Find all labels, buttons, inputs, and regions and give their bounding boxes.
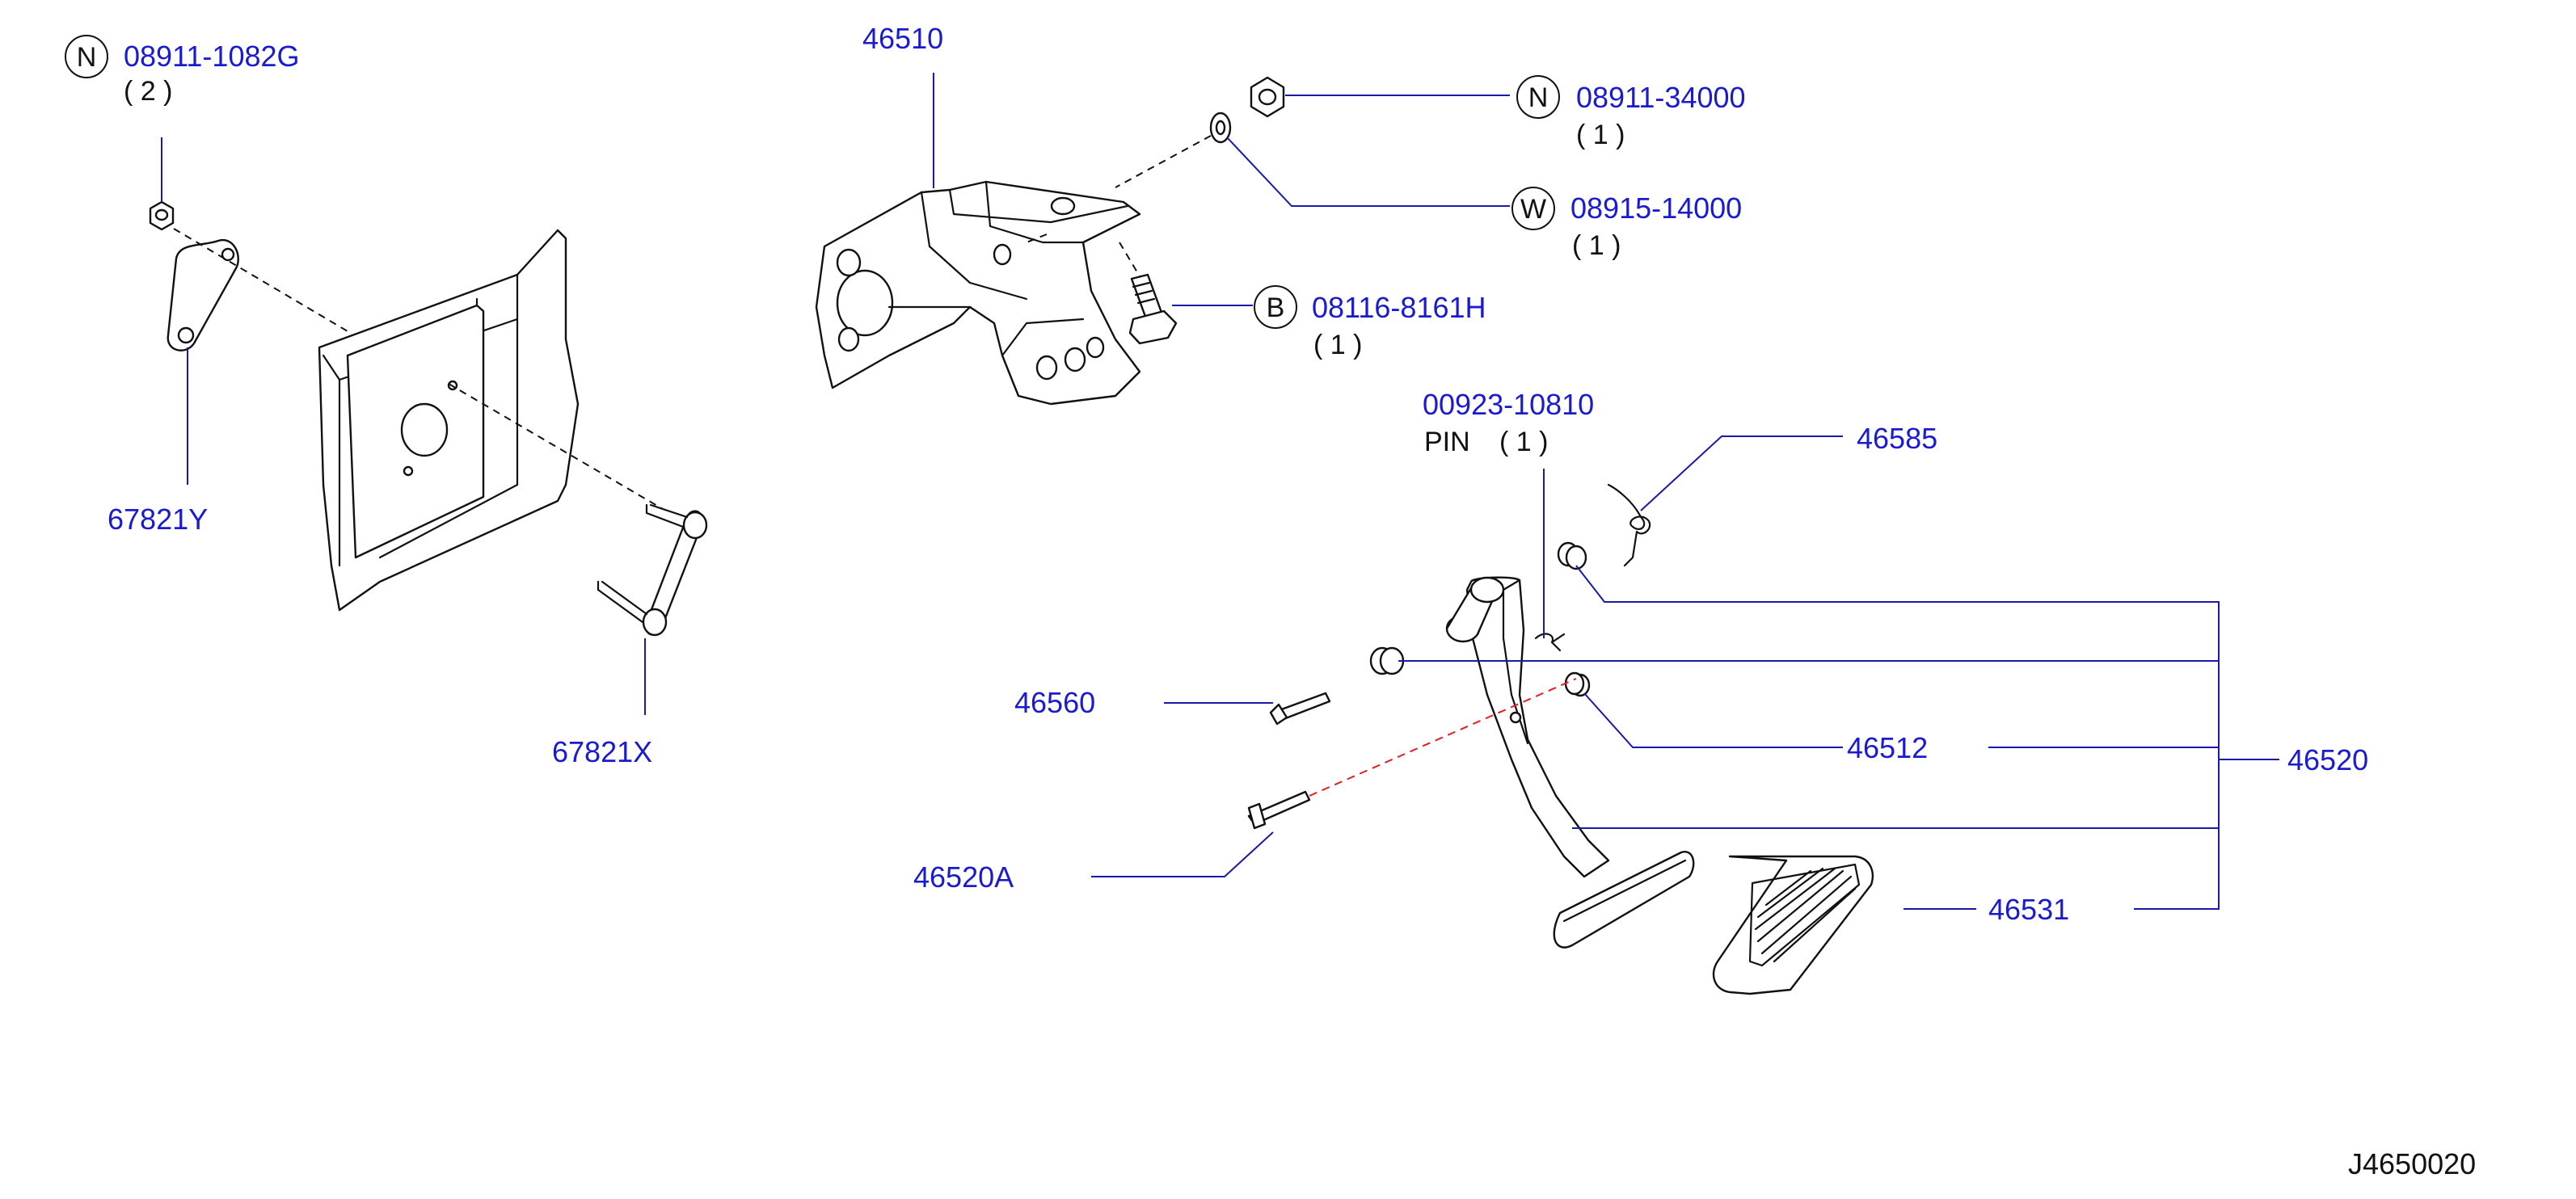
part-number-46585: 46585 (1857, 422, 1937, 455)
part-number-46560: 46560 (1014, 686, 1095, 719)
nut-large-drawing (1250, 76, 1285, 118)
diagram-code: J4650020 (2348, 1147, 2476, 1180)
qty-08911-34000: ( 1 ) (1576, 120, 1625, 150)
part-number-67821Y: 67821Y (108, 503, 208, 536)
part-number-46512: 46512 (1847, 731, 1928, 764)
qty-08915-14000: ( 1 ) (1572, 230, 1621, 261)
pedal-arm-drawing (1445, 576, 1610, 878)
spring-drawing (1607, 483, 1651, 567)
stud-plate-drawing (597, 503, 708, 637)
part-number-46531: 46531 (1988, 893, 2069, 926)
bracket-drawing (815, 180, 1141, 406)
svg-text:W: W (1520, 194, 1546, 225)
pin-drawing (1534, 633, 1566, 652)
symbol-n-top-right: N (1516, 75, 1560, 119)
washer-drawing (1209, 111, 1232, 144)
part-number-08911-34000: 08911-34000 (1576, 81, 1746, 114)
symbol-n-top-left: N (65, 35, 108, 78)
svg-text:N: N (77, 42, 97, 73)
stopper-drawing (1247, 790, 1311, 830)
leader-lines (161, 73, 2279, 910)
dash-panel-drawing (318, 229, 580, 612)
pedal-foot-drawing (1553, 851, 1695, 949)
part-number-08911-1082G: 08911-1082G (124, 40, 300, 73)
pedal-pad-drawing (1712, 855, 1874, 995)
cover-plate-drawing (167, 238, 239, 351)
bushing-mid-drawing (1369, 646, 1405, 675)
svg-text:N: N (1528, 82, 1549, 113)
part-number-46520: 46520 (2287, 743, 2368, 776)
part-number-46510: 46510 (862, 22, 943, 55)
symbol-b: B (1254, 285, 1297, 329)
bolt-drawing (1128, 273, 1178, 345)
qty-00923-10810: ( 1 ) (1499, 427, 1548, 457)
part-number-67821X: 67821X (552, 735, 652, 768)
bushing-right-drawing (1564, 671, 1591, 697)
symbol-w: W (1511, 187, 1555, 230)
bolt-pin-drawing (1269, 692, 1331, 726)
part-number-08116-8161H: 08116-8161H (1312, 291, 1486, 324)
part-number-00923-10810: 00923-10810 (1423, 388, 1594, 421)
part-number-46520A: 46520A (913, 860, 1014, 894)
qty-08911-1082G: ( 2 ) (124, 76, 172, 107)
svg-text:B: B (1267, 292, 1285, 323)
bushing-top-drawing (1557, 541, 1587, 570)
qty-08116-8161H: ( 1 ) (1313, 330, 1362, 360)
pin-name: PIN (1424, 427, 1470, 457)
nut-small-drawing (149, 200, 175, 231)
part-number-08915-14000: 08915-14000 (1570, 191, 1742, 225)
